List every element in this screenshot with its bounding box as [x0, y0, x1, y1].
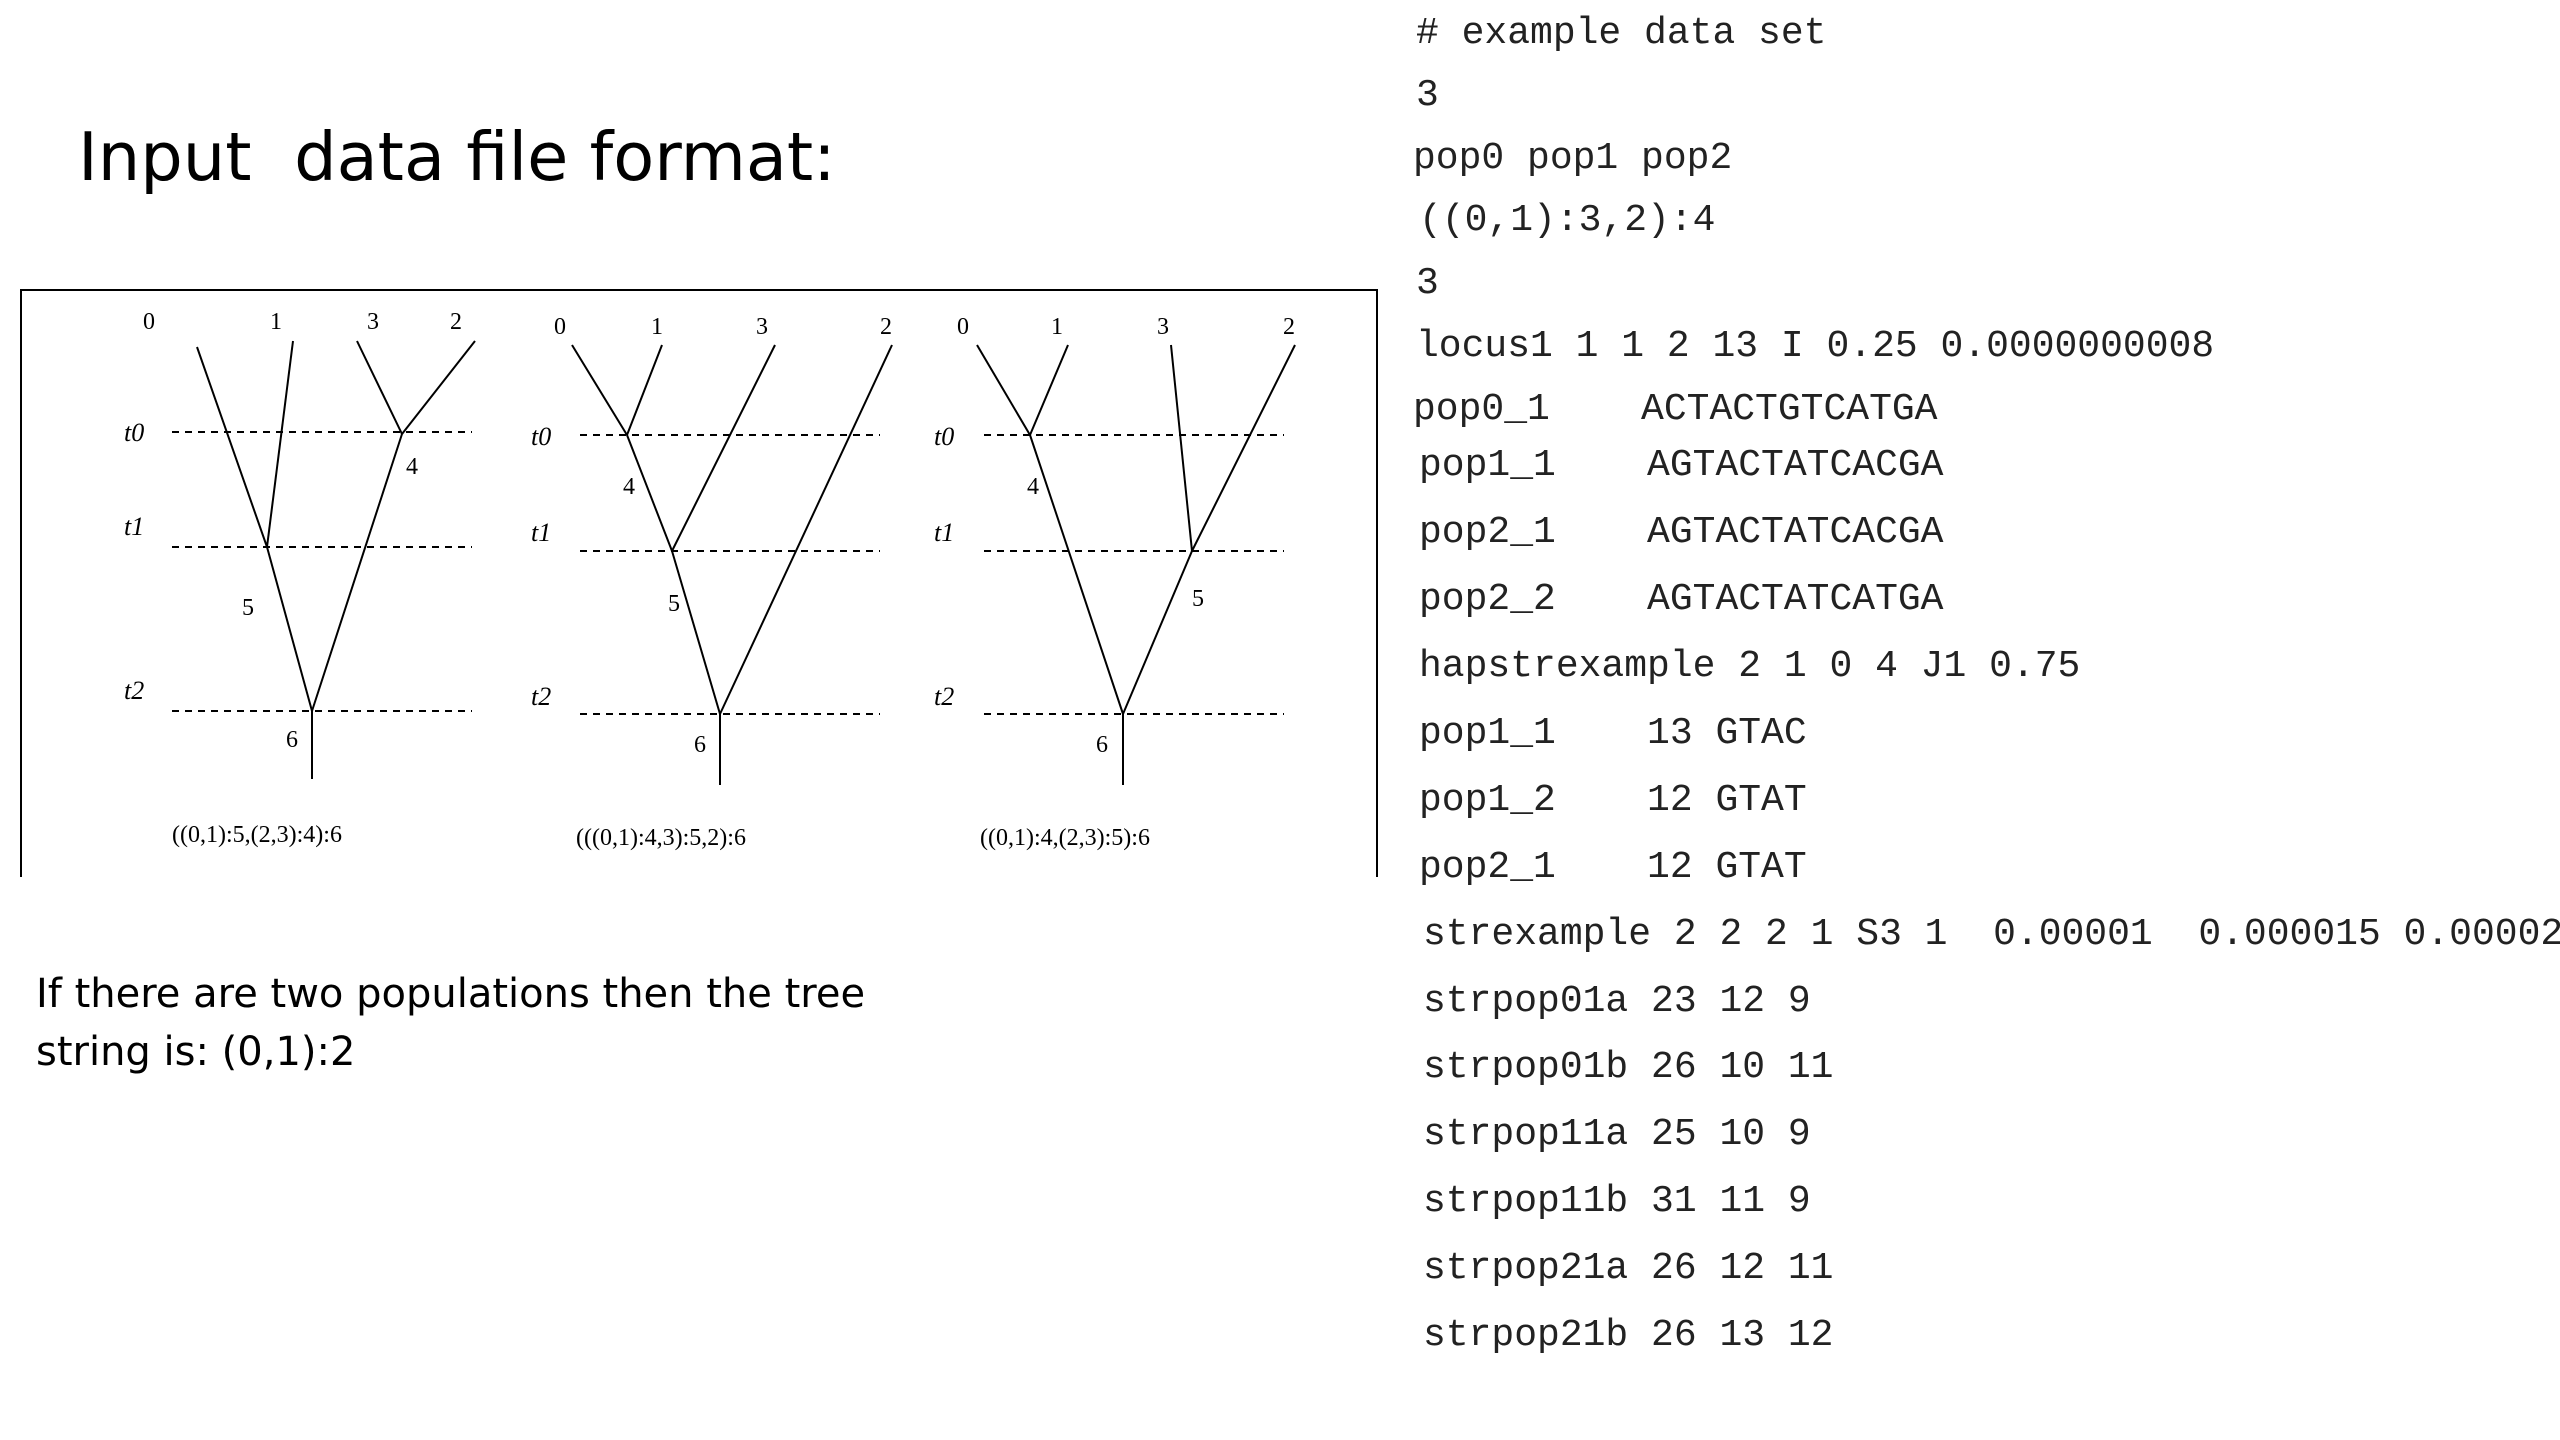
time-label: t0 [934, 422, 954, 451]
code-line: strpop21a 26 12 11 [1423, 1247, 1834, 1290]
tree-branch [976, 344, 1031, 436]
internal-node-label: 6 [694, 732, 706, 758]
code-line: pop2_1 12 GTAT [1419, 846, 1807, 889]
tree-branch [671, 550, 721, 715]
tip-label: 2 [880, 314, 892, 340]
note-line: string is: (0,1):2 [36, 1029, 356, 1075]
code-line: strpop11a 25 10 9 [1423, 1113, 1811, 1156]
tip-label: 0 [554, 314, 566, 340]
internal-node-label: 4 [1027, 474, 1039, 500]
newick-string: ((0,1):4,(2,3):5):6 [980, 825, 1150, 851]
code-line: pop0_1 ACTACTGTCATGA [1413, 388, 1938, 431]
code-line: pop2_1 AGTACTATCACGA [1419, 511, 1944, 554]
code-line: pop2_2 AGTACTATCATGA [1419, 578, 1944, 621]
tree-branch [1029, 434, 1124, 715]
tree-branch [719, 344, 893, 715]
tip-label: 0 [957, 314, 969, 340]
newick-string: ((0,1):5,(2,3):4):6 [172, 822, 342, 848]
tree-branch [626, 344, 663, 436]
time-label: t1 [124, 512, 144, 541]
time-label: t0 [124, 418, 144, 447]
internal-node-label: 4 [406, 454, 418, 480]
internal-node-label: 6 [286, 727, 298, 753]
code-line: pop1_2 12 GTAT [1419, 779, 1807, 822]
time-label: t0 [531, 422, 551, 451]
tip-label: 2 [1283, 314, 1295, 340]
internal-node-label: 5 [1192, 586, 1204, 612]
code-line: strexample 2 2 2 1 S3 1 0.00001 0.000015… [1423, 913, 2560, 956]
tip-label: 1 [1051, 314, 1063, 340]
tip-label: 1 [270, 309, 282, 335]
tree-branch [1122, 550, 1193, 715]
tip-label: 2 [450, 309, 462, 335]
two-population-note: If there are two populations then the tr… [36, 965, 936, 1081]
tree-branch [356, 340, 403, 435]
slide-title: Input data file format: [78, 118, 836, 196]
time-label: t2 [124, 676, 144, 705]
internal-node-label: 6 [1096, 732, 1108, 758]
internal-node-label: 5 [242, 595, 254, 621]
tip-label: 3 [1157, 314, 1169, 340]
code-line: 3 [1416, 262, 1439, 305]
tree-branch [1170, 344, 1193, 552]
tree-branch [571, 344, 628, 436]
time-label: t2 [531, 682, 551, 711]
code-line: pop1_1 AGTACTATCACGA [1419, 444, 1944, 487]
code-line: 3 [1416, 74, 1439, 117]
tree-branch [311, 433, 403, 712]
tree-branch [266, 546, 313, 712]
code-line: strpop01b 26 10 11 [1423, 1046, 1834, 1089]
newick-string: (((0,1):4,3):5,2):6 [576, 825, 746, 851]
tree-diagrams: 0 1 3 2 4 5 6 t0 t1 t2 ((0,1):5,(2,3):4):6 0 1 3 2 4 5 6 t… [124, 309, 1296, 851]
time-label: t1 [934, 518, 954, 547]
tip-label: 0 [143, 309, 155, 335]
tree-branch [626, 434, 673, 552]
time-label: t2 [934, 682, 954, 711]
code-line: locus1 1 1 2 13 I 0.25 0.0000000008 [1416, 325, 2215, 368]
internal-node-label: 5 [668, 591, 680, 617]
note-line: If there are two populations then the tr… [36, 971, 866, 1017]
tree-branch [266, 340, 294, 548]
tree-branch [196, 346, 268, 548]
code-line: ((0,1):3,2):4 [1419, 199, 1716, 242]
internal-node-label: 4 [623, 474, 635, 500]
code-line: hapstrexample 2 1 0 4 J1 0.75 [1419, 645, 2081, 688]
tip-label: 1 [651, 314, 663, 340]
tree-branch [1029, 344, 1069, 436]
code-line: pop1_1 13 GTAC [1419, 712, 1807, 755]
tree-branch [671, 344, 776, 552]
time-label: t1 [531, 518, 551, 547]
code-line: strpop01a 23 12 9 [1423, 980, 1811, 1023]
tree-branch [1191, 344, 1296, 552]
code-line: pop0 pop1 pop2 [1413, 137, 1733, 180]
code-line: strpop11b 31 11 9 [1423, 1180, 1811, 1223]
code-line: # example data set [1416, 12, 1827, 55]
tip-label: 3 [756, 314, 768, 340]
tree-figure: 0 1 3 2 4 5 6 t0 t1 t2 ((0,1):5,(2,3):4):6 0 1 3 2 4 5 6 t… [20, 289, 1378, 877]
tip-label: 3 [367, 309, 379, 335]
tree-branch [401, 340, 476, 435]
code-line: strpop21b 26 13 12 [1423, 1314, 1834, 1357]
